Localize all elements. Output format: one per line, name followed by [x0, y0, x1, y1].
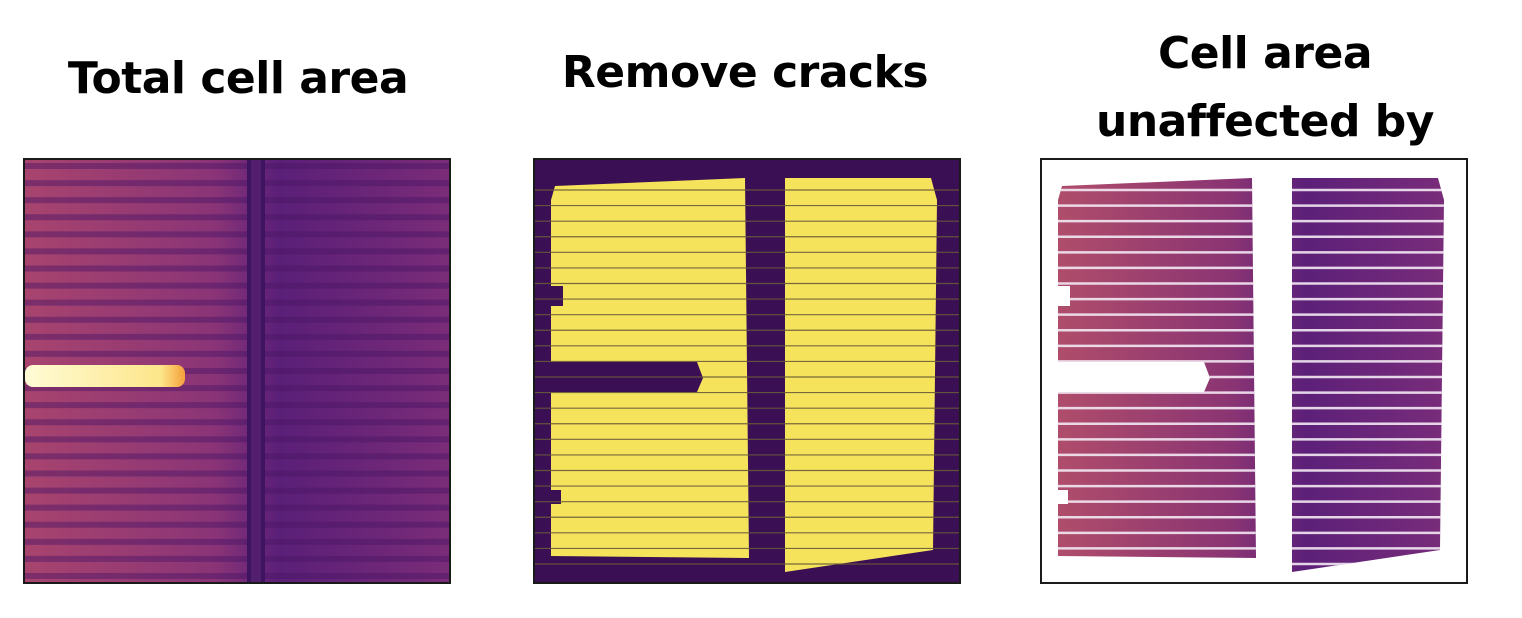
el-image-panel: [23, 158, 451, 584]
unaffected-area-panel: [1040, 158, 1468, 584]
mask-left-region: [551, 178, 749, 558]
panel-title-remove-cracks: Remove cracks: [561, 47, 929, 98]
el-image: [25, 160, 449, 582]
el-finger-lines: [25, 163, 449, 579]
mask-panel: [533, 158, 961, 584]
panel-title-total-cell-area: Total cell area: [67, 53, 409, 104]
el-crack-bright-region: [25, 365, 185, 387]
mask-finger-lines: [535, 189, 959, 565]
mask-image: [535, 160, 959, 582]
mask-right-region: [785, 178, 937, 572]
mask-regions: [551, 178, 937, 572]
unaffected-area-image: [1042, 160, 1466, 582]
